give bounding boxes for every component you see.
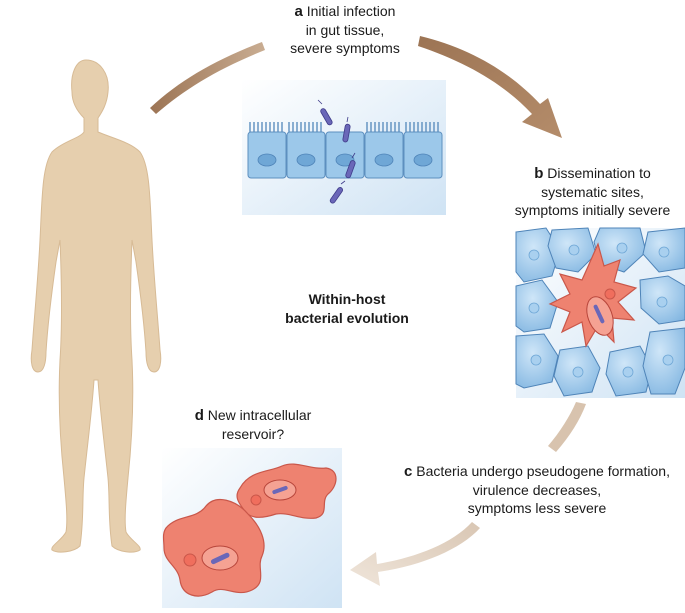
bacterium-icon [320, 108, 356, 204]
stage-d-label: d New intracellular reservoir? [178, 406, 328, 443]
stage-d-line1: New intracellular [207, 407, 312, 423]
tissue-cells-icon [515, 227, 685, 398]
stage-c-line3: symptoms less severe [467, 500, 607, 516]
macrophage-icon [162, 498, 265, 597]
stage-c-label: c Bacteria undergo pseudogene formation,… [392, 462, 682, 517]
stage-d-letter: d [194, 407, 204, 424]
stage-b-line3: symptoms initially severe [514, 202, 671, 218]
stage-a-line2: in gut tissue, [305, 22, 385, 38]
human-silhouette-icon [30, 59, 162, 553]
arrow-human-to-a [150, 42, 265, 114]
cycle-arrows [150, 36, 586, 586]
center-title: Within-host bacterial evolution [262, 290, 432, 328]
center-title-line2: bacterial evolution [285, 310, 409, 326]
stage-b-line2: systematic sites, [541, 184, 644, 200]
stage-a-letter: a [294, 3, 303, 20]
stage-a-line1: Initial infection [306, 3, 396, 19]
stage-b-line1: Dissemination to [547, 165, 651, 181]
stage-a-line3: severe symptoms [290, 40, 400, 56]
macrophage-icon [236, 463, 337, 519]
stage-c-letter: c [404, 463, 413, 480]
reservoir-panel [162, 448, 342, 608]
arrow-a-to-b [418, 36, 562, 138]
stage-c-line1: Bacteria undergo pseudogene formation, [416, 463, 670, 479]
center-title-line1: Within-host [308, 291, 386, 307]
stage-d-line2: reservoir? [221, 426, 285, 442]
arrow-c-to-d [350, 522, 480, 586]
arrow-b-to-c [548, 402, 586, 452]
stage-a-label: a Initial infection in gut tissue, sever… [272, 2, 418, 57]
macrophage-icon [548, 242, 638, 348]
stage-b-label: b Dissemination to systematic sites, sym… [500, 164, 685, 219]
stage-c-line2: virulence decreases, [472, 482, 602, 498]
epithelium-icon [242, 80, 446, 215]
stage-b-letter: b [534, 165, 544, 182]
